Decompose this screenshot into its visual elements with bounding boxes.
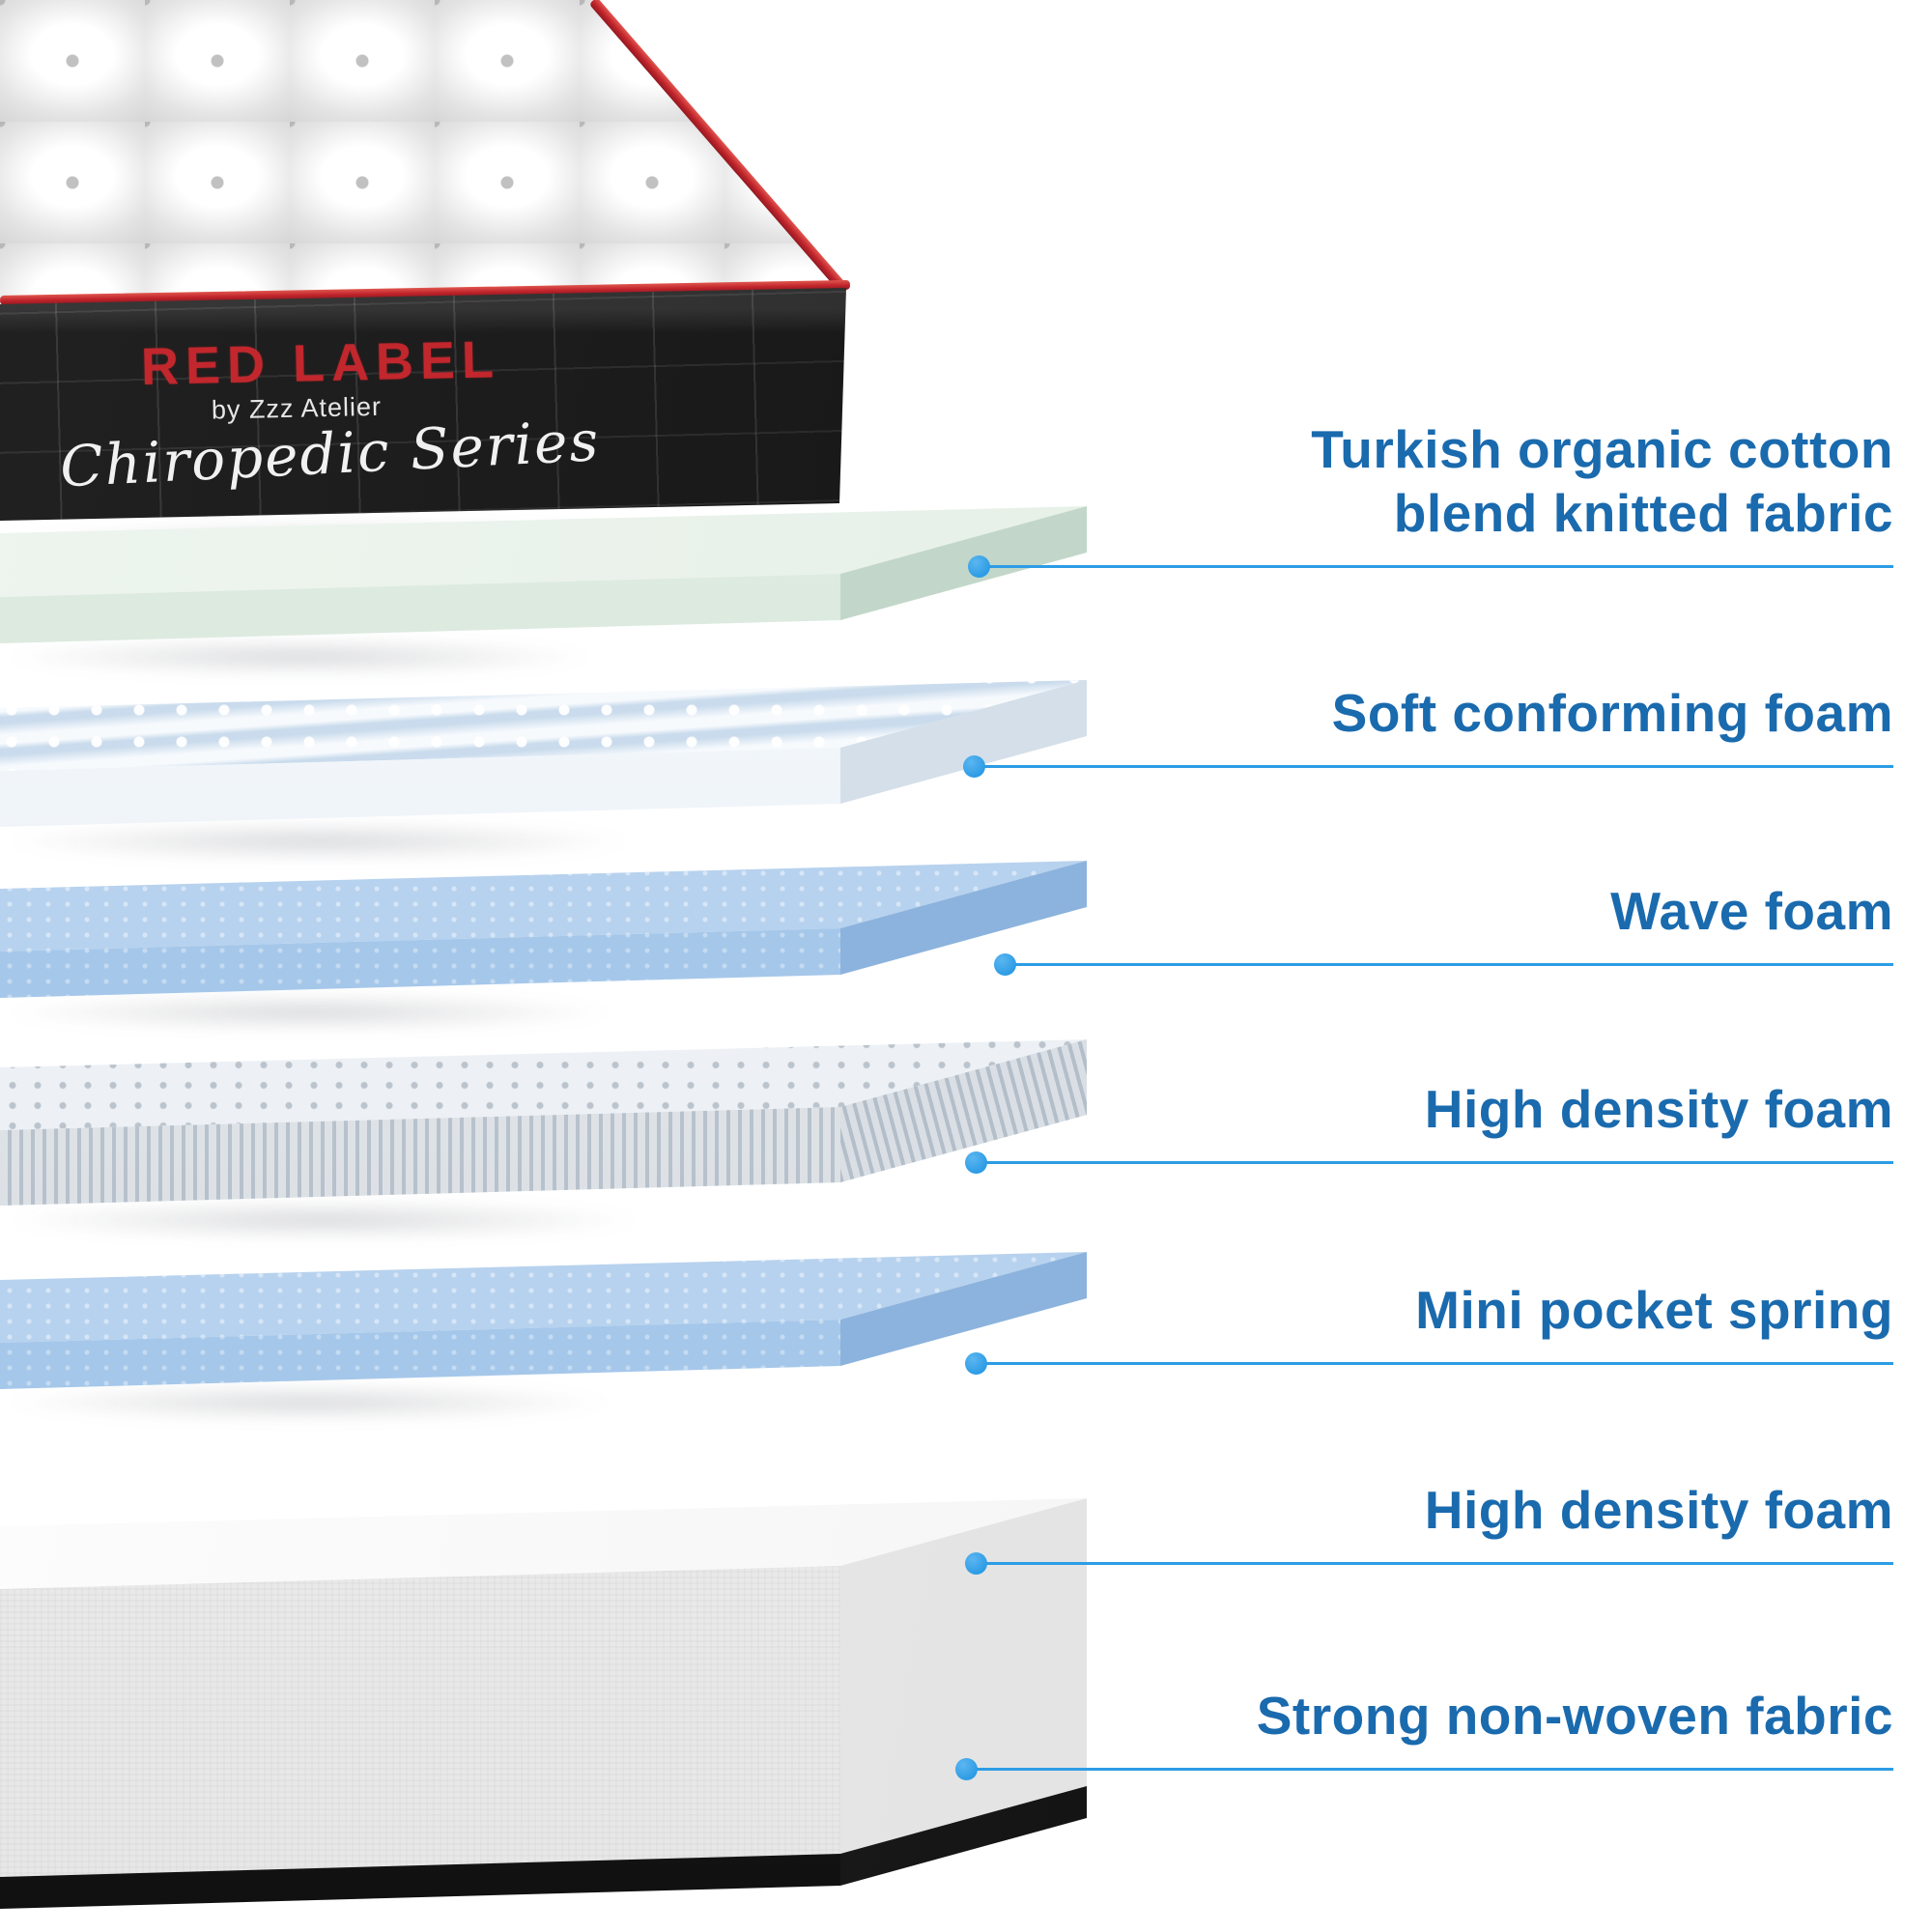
callout-mini-pocket-spring: Mini pocket spring xyxy=(0,1210,1893,1375)
callout-label: Mini pocket spring xyxy=(1415,1278,1893,1342)
callout-label-line1: High density foam xyxy=(1424,1079,1893,1139)
callout-high-density-foam-2: High density foam xyxy=(0,1410,1893,1575)
callout-turkish-cotton: Turkish organic cotton blend knitted fab… xyxy=(0,413,1893,578)
leader-dot xyxy=(968,555,990,578)
callout-wave-foam: Wave foam xyxy=(0,811,1893,976)
leader-dot xyxy=(955,1758,978,1780)
callout-soft-conforming-foam: Soft conforming foam xyxy=(0,613,1893,778)
leader-line xyxy=(976,1562,1893,1565)
leader-line xyxy=(976,1161,1893,1164)
brand-title: RED LABEL xyxy=(140,330,501,397)
callout-label: Soft conforming foam xyxy=(1332,681,1893,745)
callout-label-line2: blend knitted fabric xyxy=(1393,483,1893,543)
callout-label-line1: Strong non-woven fabric xyxy=(1256,1686,1893,1746)
layer-shadow xyxy=(0,1200,647,1240)
callout-label: Turkish organic cotton blend knitted fab… xyxy=(1311,417,1893,545)
callout-strong-non-woven-fabric: Strong non-woven fabric xyxy=(0,1616,1893,1780)
layer-shadow xyxy=(0,638,599,676)
leader-dot xyxy=(965,1352,987,1375)
callout-label-line1: Mini pocket spring xyxy=(1415,1280,1893,1340)
callout-label: High density foam xyxy=(1425,1077,1893,1141)
callout-label: Strong non-woven fabric xyxy=(1257,1684,1893,1747)
callout-label-line1: Turkish organic cotton xyxy=(1311,419,1893,479)
leader-dot xyxy=(994,953,1016,976)
layer-shadow xyxy=(0,993,618,1032)
callout-label: Wave foam xyxy=(1610,879,1893,943)
leader-line xyxy=(1005,963,1893,966)
leader-dot xyxy=(965,1151,987,1174)
callout-label-line1: Wave foam xyxy=(1610,881,1893,941)
leader-line xyxy=(966,1768,1893,1771)
leader-line xyxy=(976,1362,1893,1365)
callout-label: High density foam xyxy=(1425,1478,1893,1542)
layer-shadow xyxy=(0,1383,618,1422)
callout-label-line1: Soft conforming foam xyxy=(1331,683,1893,743)
leader-dot xyxy=(963,755,985,778)
leader-dot xyxy=(965,1552,987,1575)
callout-label-line1: High density foam xyxy=(1424,1480,1893,1540)
layer-shadow xyxy=(0,821,638,862)
callout-high-density-foam: High density foam xyxy=(0,1009,1893,1174)
leader-line xyxy=(979,565,1893,568)
leader-line xyxy=(974,765,1893,768)
